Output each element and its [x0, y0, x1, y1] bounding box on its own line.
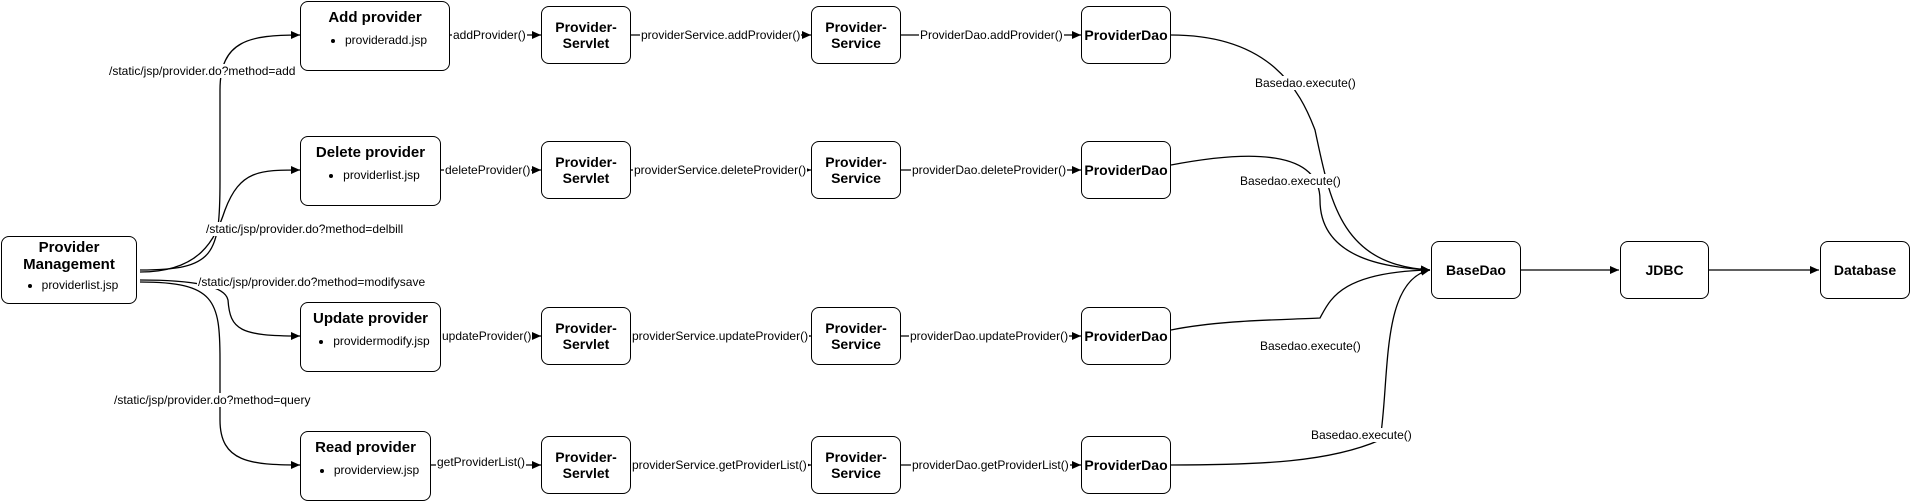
jdbc-node: JDBC — [1620, 241, 1709, 299]
read-dao-label: providerDao.getProviderList() — [911, 458, 1070, 472]
edge-management-to-delete — [139, 166, 301, 273]
add-provider-file: provideradd.jsp — [345, 32, 427, 48]
add-provider-title: Add provider — [328, 9, 422, 26]
delete-provider-node: Delete provider providerlist.jsp — [300, 136, 441, 206]
edge-dao3-to-basedao — [1170, 266, 1431, 331]
read-provider-file: providerview.jsp — [334, 462, 419, 478]
servlet-node-add: Provider- Servlet — [541, 6, 631, 64]
delete-call-label: deleteProvider() — [444, 163, 532, 177]
route-add-label: /static/jsp/provider.do?method=add — [108, 64, 297, 78]
provider-management-file: providerlist.jsp — [42, 277, 119, 293]
execute-label-1: Basedao.execute() — [1254, 76, 1357, 90]
service-node-add: Provider- Service — [811, 6, 901, 64]
dao-node-delete: ProviderDao — [1081, 141, 1171, 199]
execute-label-2: Basedao.execute() — [1239, 174, 1342, 188]
read-provider-title: Read provider — [315, 439, 416, 456]
service-node-update: Provider- Service — [811, 307, 901, 365]
execute-label-3: Basedao.execute() — [1259, 339, 1362, 353]
provider-management-node: Provider Management providerlist.jsp — [1, 236, 137, 304]
read-call-label: getProviderList() — [436, 455, 527, 469]
update-provider-node: Update provider providermodify.jsp — [300, 302, 441, 372]
edge-dao1-to-basedao — [1170, 34, 1431, 274]
edge-management-to-add — [139, 31, 301, 271]
dao-node-update: ProviderDao — [1081, 307, 1171, 365]
route-read-label: /static/jsp/provider.do?method=query — [113, 393, 312, 407]
servlet-node-read: Provider- Servlet — [541, 436, 631, 494]
edge-management-to-read — [139, 281, 301, 469]
delete-provider-file: providerlist.jsp — [343, 167, 420, 183]
servlet-node-delete: Provider- Servlet — [541, 141, 631, 199]
dao-node-read: ProviderDao — [1081, 436, 1171, 494]
add-service-label: providerService.addProvider() — [640, 28, 802, 42]
read-service-label: providerService.getProviderList() — [631, 458, 808, 472]
edge-management-to-update — [139, 279, 301, 340]
route-update-label: /static/jsp/provider.do?method=modifysav… — [197, 275, 427, 289]
database-node: Database — [1820, 241, 1910, 299]
delete-dao-label: providerDao.deleteProvider() — [911, 163, 1068, 177]
basedao-node: BaseDao — [1431, 241, 1521, 299]
service-node-delete: Provider- Service — [811, 141, 901, 199]
execute-label-4: Basedao.execute() — [1310, 428, 1413, 442]
update-provider-title: Update provider — [312, 310, 429, 327]
delete-provider-title: Delete provider — [315, 144, 426, 161]
edge-dao2-to-basedao — [1170, 155, 1431, 274]
provider-management-title: Provider Management — [23, 239, 115, 273]
route-delete-label: /static/jsp/provider.do?method=delbill — [205, 222, 405, 236]
dao-node-add: ProviderDao — [1081, 6, 1171, 64]
update-provider-file: providermodify.jsp — [333, 333, 429, 349]
service-node-read: Provider- Service — [811, 436, 901, 494]
update-call-label: updateProvider() — [441, 329, 533, 343]
read-provider-node: Read provider providerview.jsp — [300, 431, 431, 501]
servlet-node-update: Provider- Servlet — [541, 307, 631, 365]
add-provider-node: Add provider provideradd.jsp — [300, 1, 450, 71]
update-dao-label: providerDao.updateProvider() — [909, 329, 1070, 343]
update-service-label: providerService.updateProvider() — [631, 329, 810, 343]
add-dao-label: ProviderDao.addProvider() — [919, 28, 1064, 42]
delete-service-label: providerService.deleteProvider() — [633, 163, 808, 177]
add-call-label: addProvider() — [452, 28, 527, 42]
